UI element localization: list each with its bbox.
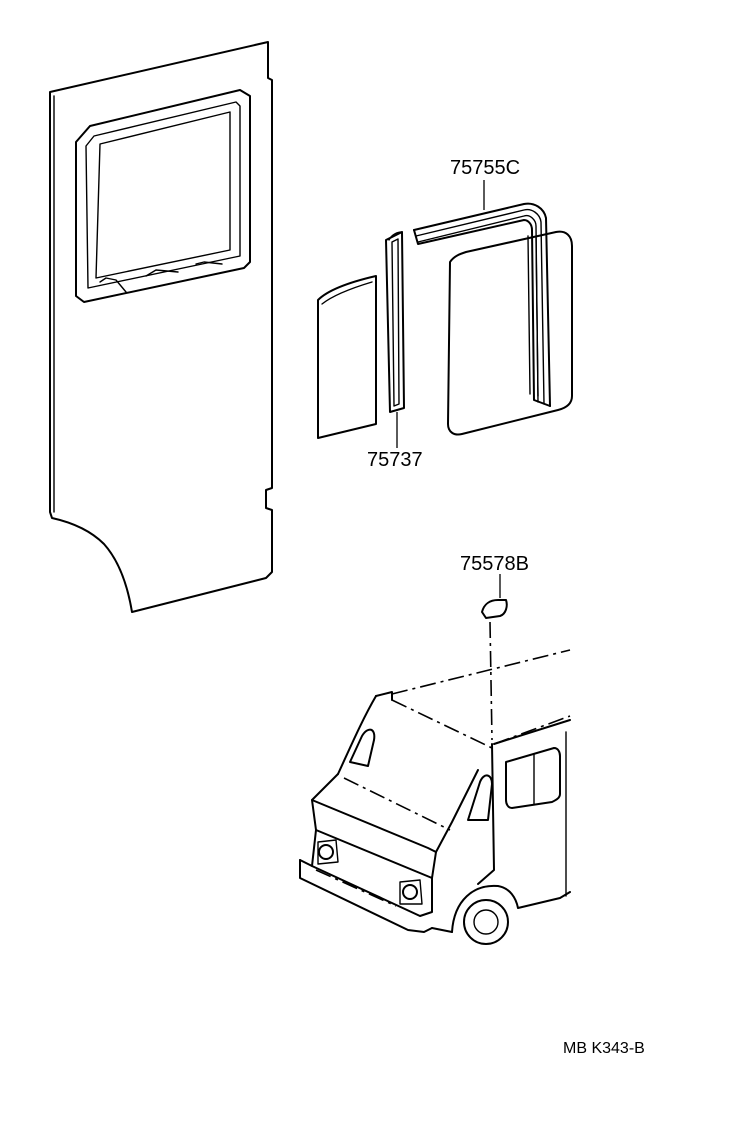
rear-glass — [447, 230, 573, 436]
emblem — [481, 574, 508, 619]
door-panel — [49, 41, 273, 613]
label-emblem: 75578B — [460, 553, 529, 575]
label-division-bar: 75755C — [450, 157, 520, 179]
division-bar — [413, 180, 551, 407]
weatherstrip-channel — [385, 231, 405, 448]
diagram-code: MB K343-B — [563, 1040, 645, 1057]
vehicle-outline — [299, 621, 571, 945]
label-weatherstrip: 75737 — [367, 449, 423, 471]
front-glass — [317, 275, 377, 439]
door-window-frame — [75, 89, 251, 303]
